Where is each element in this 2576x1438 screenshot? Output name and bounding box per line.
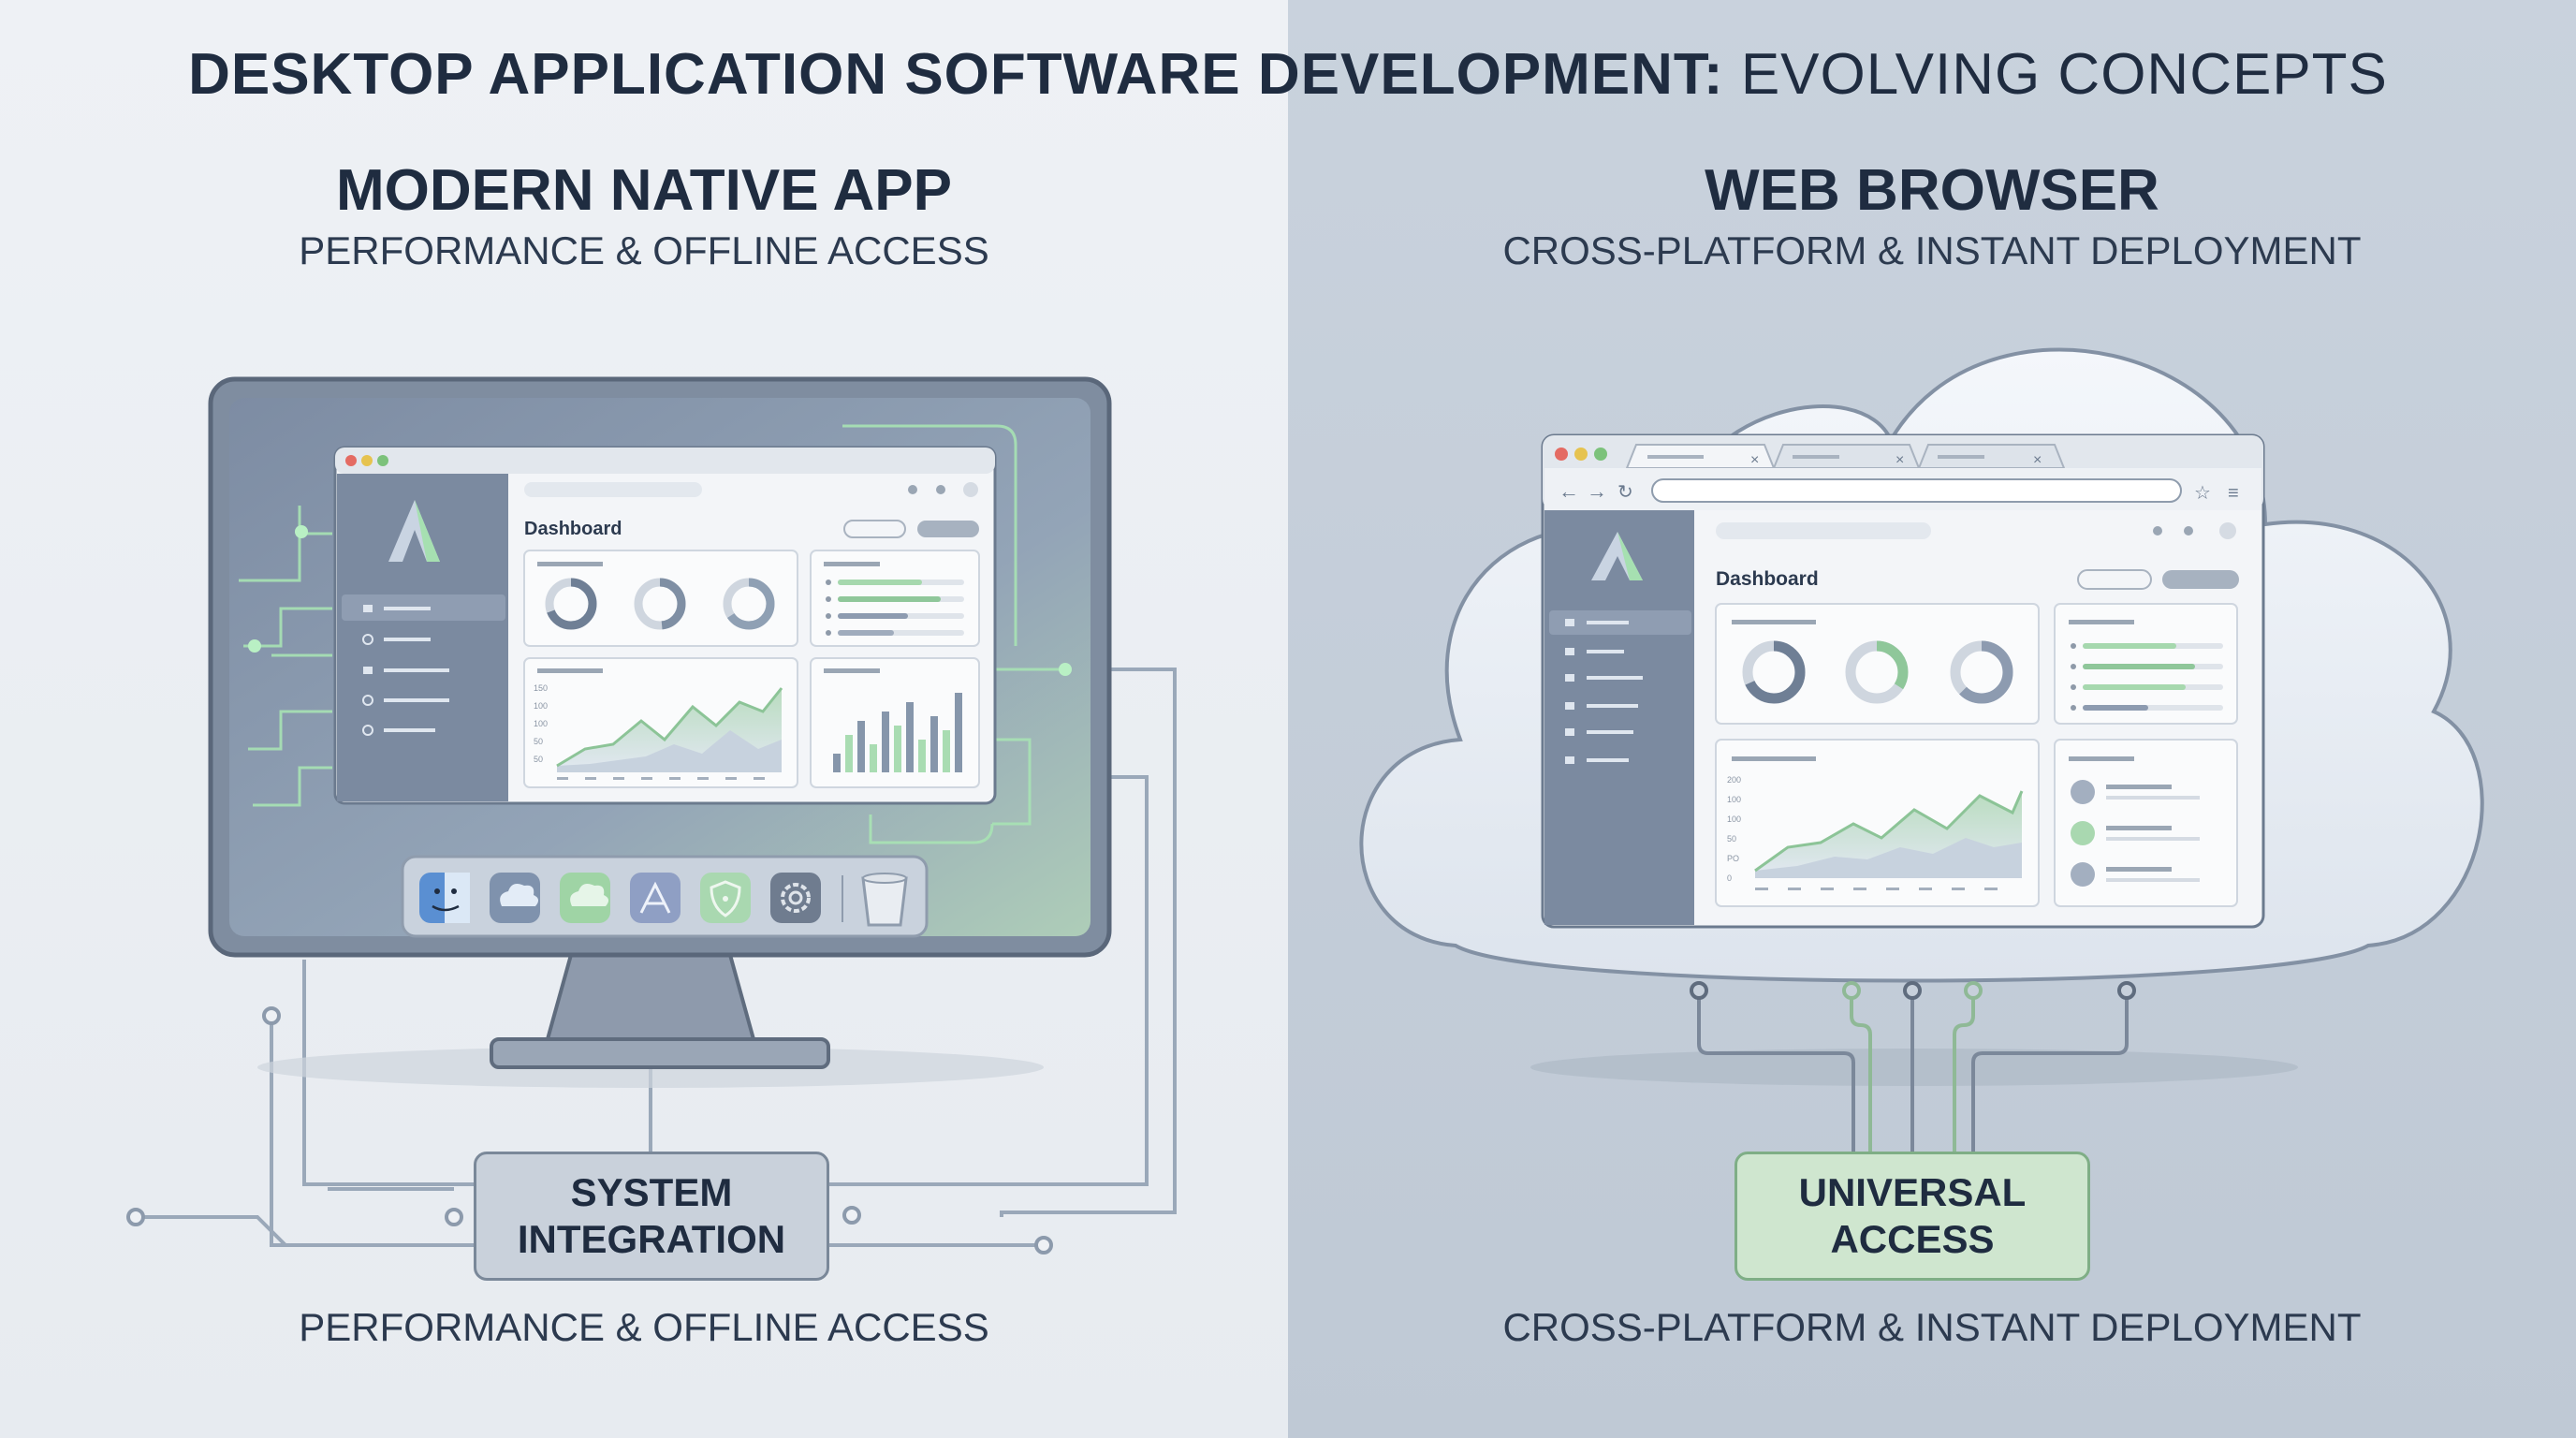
system-integration-box: SYSTEM INTEGRATION	[474, 1152, 829, 1281]
menu-icon[interactable]: ≡	[2228, 483, 2239, 504]
browser-tab-1[interactable]: ×	[1625, 444, 1776, 469]
web-tick-0: 200	[1727, 775, 1741, 785]
native-app-window: Dashboard 150 100 100 50 50	[333, 446, 997, 805]
browser-close-dot[interactable]	[1555, 448, 1568, 461]
universal-access-box: UNIVERSAL ACCESS	[1734, 1152, 2090, 1281]
web-browser-footer: CROSS-PLATFORM & INSTANT DEPLOYMENT	[1502, 1305, 2362, 1349]
browser-window: × × × ← → ↻ ☆ ≡ Dashboard	[1541, 433, 2265, 929]
browser-tab-3[interactable]: ×	[1917, 444, 2066, 469]
main-title-bold: DESKTOP APPLICATION SOFTWARE DEVELOPMENT…	[188, 42, 1724, 107]
forward-arrow-icon[interactable]: →	[1587, 479, 1607, 503]
main-title: DESKTOP APPLICATION SOFTWARE DEVELOPMENT…	[0, 41, 2576, 108]
native-tick-0: 150	[534, 683, 548, 693]
settings-gear-icon[interactable]	[770, 873, 821, 923]
web-tick-5: 0	[1727, 873, 1732, 883]
native-tick-4: 50	[534, 755, 543, 764]
native-app-subtitle: PERFORMANCE & OFFLINE ACCESS	[299, 228, 989, 272]
web-avatar	[2219, 522, 2236, 539]
screen-circuit-nodes	[248, 525, 1072, 676]
web-browser-title: WEB BROWSER	[1705, 158, 2159, 223]
finder-icon[interactable]	[419, 873, 470, 923]
universal-access-line2: ACCESS	[1830, 1217, 1995, 1261]
native-tick-2: 100	[534, 719, 548, 728]
web-bell-icon	[2184, 526, 2193, 536]
bell-icon	[936, 485, 945, 494]
web-tick-1: 100	[1727, 795, 1741, 804]
back-arrow-icon[interactable]: ←	[1559, 479, 1579, 503]
svg-text:×: ×	[1750, 452, 1759, 468]
browser-tab-2[interactable]: ×	[1772, 444, 1921, 469]
address-bar[interactable]	[1651, 478, 2182, 503]
bookmark-star-icon[interactable]: ☆	[2194, 483, 2211, 504]
circuit-lines-left	[136, 668, 1177, 1247]
avatar	[963, 482, 978, 497]
web-tick-3: 50	[1727, 834, 1736, 844]
native-tick-1: 100	[534, 701, 548, 711]
native-app-footer: PERFORMANCE & OFFLINE ACCESS	[299, 1305, 989, 1349]
app-store-icon[interactable]	[630, 873, 681, 923]
web-tick-4: PO	[1727, 854, 1739, 863]
native-dashboard-title: Dashboard	[524, 519, 622, 539]
system-integration-line1: SYSTEM	[570, 1170, 733, 1215]
trash-icon[interactable]	[861, 873, 908, 927]
minimize-dot[interactable]	[361, 455, 373, 466]
browser-maximize-dot[interactable]	[1594, 448, 1607, 461]
close-dot[interactable]	[345, 455, 357, 466]
main-title-light: EVOLVING CONCEPTS	[1740, 42, 2388, 107]
browser-dashboard-title: Dashboard	[1716, 568, 1819, 590]
circuit-nodes-left	[126, 1006, 1053, 1255]
cloud-green-icon[interactable]	[560, 873, 610, 923]
web-cloud-status-icon	[2153, 526, 2162, 536]
native-tick-3: 50	[534, 737, 543, 746]
shield-icon[interactable]	[700, 873, 751, 923]
maximize-dot[interactable]	[377, 455, 388, 466]
dock	[401, 855, 929, 938]
universal-access-line1: UNIVERSAL	[1798, 1170, 2027, 1215]
circuit-nodes-right	[1690, 981, 2136, 1000]
svg-text:×: ×	[2033, 452, 2042, 468]
circuit-lines-right	[1697, 992, 2129, 1152]
reload-icon[interactable]: ↻	[1617, 482, 1633, 503]
svg-text:×: ×	[1895, 452, 1904, 468]
system-integration-line2: INTEGRATION	[517, 1217, 786, 1261]
web-tick-2: 100	[1727, 814, 1741, 824]
web-browser-subtitle: CROSS-PLATFORM & INSTANT DEPLOYMENT	[1502, 228, 2362, 272]
native-app-title: MODERN NATIVE APP	[336, 158, 952, 223]
browser-minimize-dot[interactable]	[1574, 448, 1588, 461]
cloud-icon[interactable]	[490, 873, 540, 923]
cloud-status-icon	[908, 485, 917, 494]
